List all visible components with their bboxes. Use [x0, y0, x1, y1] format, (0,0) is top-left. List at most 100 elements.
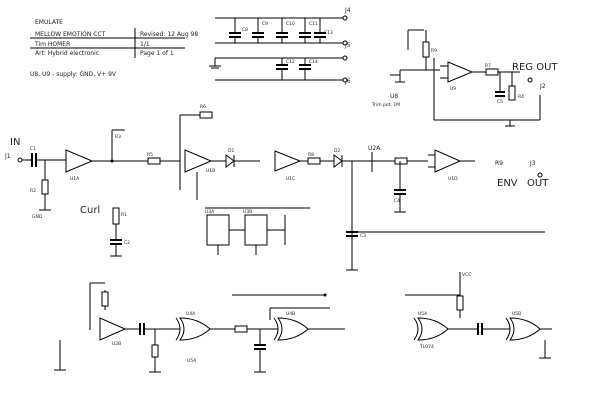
- title-line2: MELLOW EMOTION CCT: [35, 31, 106, 38]
- u1a-label: U1A: [70, 176, 80, 182]
- xor-u5b: [509, 317, 541, 341]
- r3-label: R3: [115, 134, 121, 140]
- resistor-r2: [41, 179, 49, 195]
- resistor-r6b: [234, 325, 248, 333]
- conn-j4: J4: [344, 7, 351, 14]
- title-line5: Revised: 12 Aug 98: [140, 31, 198, 38]
- cap-c10: C10: [276, 18, 295, 43]
- xor-u5a: [417, 317, 449, 341]
- ic-u3a: [206, 214, 230, 246]
- r6-label: R6: [200, 104, 206, 110]
- diode-d1: [225, 154, 235, 168]
- r1-label: R1: [121, 212, 127, 218]
- opamp-u2b: [99, 317, 127, 341]
- opamp-u1c: [274, 150, 302, 172]
- resistor-r3b: [101, 291, 109, 307]
- curl-label: Curl: [80, 205, 100, 216]
- xor-u4a: [179, 317, 211, 341]
- cap-c12-label: C12: [286, 59, 295, 65]
- opamp-u1b: [184, 149, 213, 173]
- ground-symbol: [209, 58, 221, 69]
- cap-c14: C14: [299, 58, 318, 80]
- cap-c14-label: C14: [309, 59, 318, 65]
- title-block: EMULATE MELLOW EMOTION CCT Tim HOMER Art…: [30, 19, 198, 78]
- tl074-label-2: TL074: [419, 344, 434, 350]
- resistor-r1: [112, 207, 120, 225]
- r8-label: R8: [308, 152, 314, 158]
- r2-label: R2: [30, 188, 36, 194]
- u1c-label: U1C: [286, 176, 295, 182]
- resistor-r8: [307, 157, 321, 165]
- j2-ref: J2: [539, 83, 546, 90]
- cap-c11-label: C11: [309, 21, 318, 27]
- input-stage: IN J1 C1 R2 GND U1A R3 R5: [4, 129, 180, 220]
- j3-out-label: OUT: [527, 178, 549, 189]
- title-line8: Page 1 of 1: [140, 50, 174, 57]
- resistor-r4: [508, 85, 516, 101]
- u1b-label: U1B: [206, 168, 215, 174]
- supply-note: U8, U9 - supply: GND, V+ 9V: [30, 71, 117, 78]
- c4-label: C4: [394, 198, 400, 204]
- cap-c13-label: C13: [324, 30, 333, 36]
- j1-label: IN: [10, 137, 20, 148]
- u2a-label: U2A: [368, 145, 381, 152]
- opamp-u1d: [434, 149, 462, 173]
- bottom-right-chain: VCC U5A U5B TL074: [405, 272, 552, 359]
- ic-u3b-label: U3B: [243, 209, 252, 215]
- d2-label: D2: [334, 148, 340, 154]
- title-line6: 1/1: [140, 41, 150, 48]
- reg-out-section: R9 U9 R7 C5 R4 REG OUT J2 U8 Trim pot: 1…: [371, 29, 558, 127]
- cap-c9: C9: [252, 18, 268, 43]
- title-line4: Tim HOMER: [34, 41, 70, 48]
- xor-u4b: [277, 317, 309, 341]
- follower-stage: U1C R8 D2 C3 U2A C4 U1D ENV OUT J3 R9: [274, 145, 549, 271]
- resistor-r6: [199, 111, 213, 119]
- vcc-label: VCC: [462, 272, 471, 278]
- cap-c9-label: C9: [262, 21, 268, 27]
- resistor-r1b: [394, 157, 408, 165]
- j2-label: REG OUT: [512, 62, 558, 73]
- u4a-label: U4A: [186, 311, 196, 317]
- opamp-u9: [447, 61, 474, 83]
- conn-j6: J6: [344, 78, 351, 85]
- env-label: ENV: [497, 178, 518, 189]
- trim-label: Trim pot: 1M: [371, 102, 400, 108]
- cap-c8-label: C8: [242, 27, 248, 33]
- u8-label: U8: [390, 93, 398, 100]
- u2b-label: U2B: [112, 341, 121, 347]
- resistor-r8b: [456, 295, 464, 311]
- u4b-label: U4B: [286, 311, 295, 317]
- c2-label: C2: [124, 240, 130, 246]
- j1-ref: J1: [4, 153, 11, 160]
- title-line1: EMULATE: [35, 19, 63, 26]
- u9-label: U9: [450, 86, 456, 92]
- resistor-r2b: [151, 344, 159, 358]
- j3-ref: J3: [529, 160, 536, 167]
- c3-label: C3: [360, 233, 366, 239]
- gnd-label-1: GND: [32, 214, 43, 220]
- r7-label: R7: [485, 63, 491, 69]
- u1d-label: U1D: [448, 176, 458, 182]
- cap-c11: C11: [299, 18, 318, 43]
- c1-label: C1: [30, 146, 36, 152]
- ic-u3b: [244, 214, 268, 246]
- resistor-r7: [485, 68, 499, 76]
- r5-label: R5: [147, 152, 153, 158]
- cap-c10-label: C10: [286, 21, 295, 27]
- opamp-u1a: [65, 149, 94, 173]
- r9b-label: R9: [495, 160, 503, 167]
- cap-c8: C8: [229, 18, 248, 43]
- r9-label: R9: [431, 48, 437, 54]
- d1-label: D1: [228, 148, 234, 154]
- diode-d2: [333, 154, 343, 168]
- u5b-label: U5B: [512, 311, 521, 317]
- title-line7: Art: Hybrid electronic: [35, 50, 99, 57]
- decoupling-caps: C8 C9 C10 C11 C12 C13 C14 J4 J5 J6: [209, 7, 351, 85]
- cap-c12: C12: [276, 58, 295, 80]
- ic-u3a-label: U3A: [205, 209, 215, 215]
- resistor-r5: [147, 157, 161, 165]
- cap-c13: C13: [314, 18, 333, 43]
- bottom-left-chain: U2B U4A U4B U5A: [54, 282, 345, 373]
- logic-ics: U3A U3B: [205, 207, 310, 255]
